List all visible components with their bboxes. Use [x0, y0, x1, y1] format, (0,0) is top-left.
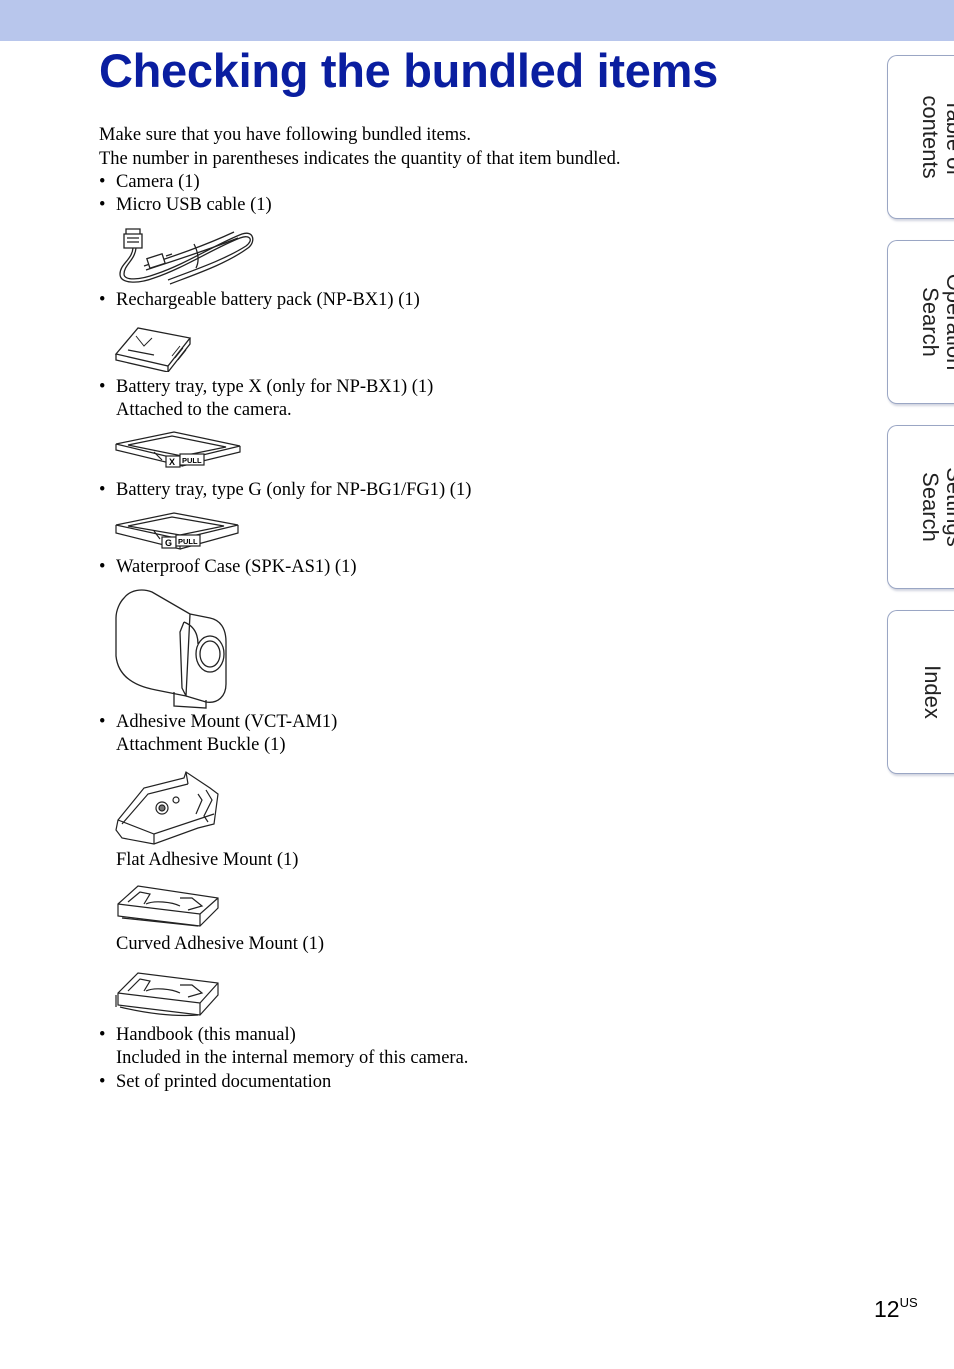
battery-pack-illustration	[114, 324, 194, 372]
item-tray-x: Battery tray, type X (only for NP-BX1) (…	[116, 377, 434, 397]
curved-adhesive-mount-illustration	[114, 967, 222, 1021]
item-camera: Camera (1)	[116, 172, 200, 192]
tab-settings-search[interactable]: Settings Search	[887, 425, 954, 589]
attachment-buckle-illustration	[114, 770, 222, 846]
item-usb-cable: Micro USB cable (1)	[116, 195, 272, 215]
item-handbook-note: Included in the internal memory of this …	[116, 1048, 469, 1068]
item-tray-g: Battery tray, type G (only for NP-BG1/FG…	[116, 480, 472, 500]
page-title: Checking the bundled items	[99, 44, 718, 97]
page-number: 12US	[874, 1288, 918, 1324]
header-band	[0, 0, 954, 41]
tab-label-line: Search	[918, 287, 943, 357]
battery-tray-x-illustration: X PULL	[114, 430, 244, 472]
item-tray-x-note: Attached to the camera.	[116, 400, 292, 420]
bullet: •	[99, 480, 106, 500]
battery-tray-g-illustration: G PULL	[114, 511, 242, 553]
item-battery-pack: Rechargeable battery pack (NP-BX1) (1)	[116, 290, 420, 310]
item-waterproof-case: Waterproof Case (SPK-AS1) (1)	[116, 557, 357, 577]
tray-g-label: G	[165, 538, 172, 548]
bullet: •	[99, 377, 106, 397]
flat-adhesive-mount-illustration	[114, 884, 222, 930]
waterproof-case-illustration	[114, 588, 230, 710]
tab-index[interactable]: Index	[887, 610, 954, 774]
tab-operation-search-label: Operation Search	[918, 274, 954, 371]
tab-index-label: Index	[920, 665, 945, 719]
item-flat-mount: Flat Adhesive Mount (1)	[116, 850, 299, 870]
item-curved-mount: Curved Adhesive Mount (1)	[116, 934, 325, 954]
tab-operation-search[interactable]: Operation Search	[887, 240, 954, 404]
intro-text-1: Make sure that you have following bundle…	[99, 125, 471, 145]
bullet: •	[99, 1025, 106, 1045]
usb-cable-illustration	[114, 226, 256, 288]
tab-label-line: Table of	[942, 98, 954, 176]
bullet: •	[99, 557, 106, 577]
page-number-value: 12	[874, 1296, 900, 1322]
bullet: •	[99, 712, 106, 732]
bullet: •	[99, 1072, 106, 1092]
tab-table-of-contents[interactable]: Table of contents	[887, 55, 954, 219]
tray-x-pull-label: PULL	[182, 456, 202, 465]
tab-label-line: contents	[918, 95, 943, 179]
page-number-suffix: US	[899, 1295, 918, 1310]
tray-g-pull-label: PULL	[178, 537, 198, 546]
tab-label-line: Settings	[942, 467, 954, 547]
tray-x-label: X	[169, 457, 175, 467]
tab-table-of-contents-label: Table of contents	[918, 95, 954, 178]
item-printed-docs: Set of printed documentation	[116, 1072, 332, 1092]
tab-label-line: Index	[920, 665, 945, 719]
bullet: •	[99, 172, 106, 192]
bullet: •	[99, 195, 106, 215]
tab-settings-search-label: Settings Search	[918, 467, 954, 547]
item-adhesive-mount: Adhesive Mount (VCT-AM1)	[116, 712, 338, 732]
bullet: •	[99, 290, 106, 310]
tab-label-line: Search	[918, 472, 943, 542]
intro-text-2: The number in parentheses indicates the …	[99, 149, 621, 169]
item-handbook: Handbook (this manual)	[116, 1025, 296, 1045]
tab-label-line: Operation	[942, 273, 954, 371]
item-buckle: Attachment Buckle (1)	[116, 735, 286, 755]
